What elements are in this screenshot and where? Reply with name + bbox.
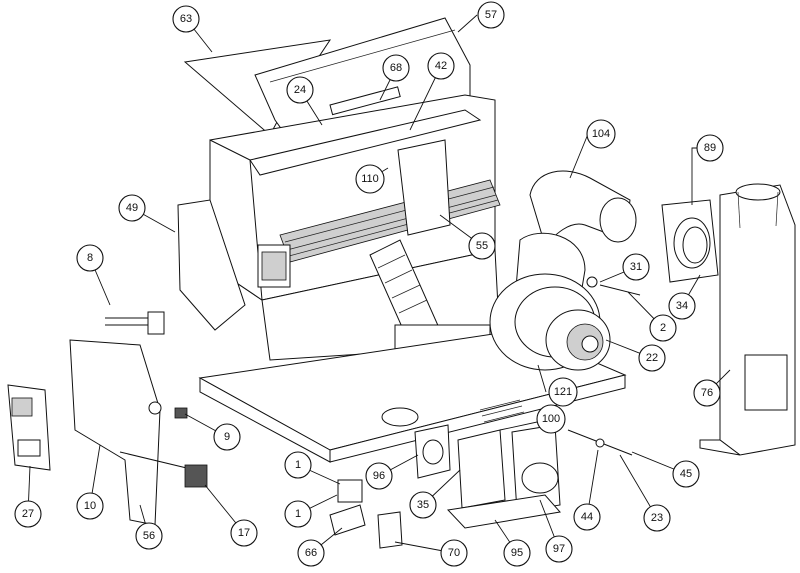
- svg-text:63: 63: [180, 13, 192, 25]
- callout-23: 23: [643, 504, 671, 532]
- callout-66: 66: [297, 539, 325, 567]
- callout-45: 45: [672, 460, 700, 488]
- sensor-2: [599, 284, 641, 296]
- callout-100: 100: [536, 404, 566, 434]
- mounting-bracket: [69, 339, 208, 526]
- svg-text:97: 97: [553, 543, 565, 555]
- inlet-box-35: [457, 429, 506, 509]
- bracket-66: [329, 504, 366, 536]
- side-panel: [177, 199, 246, 331]
- callout-10: 10: [76, 492, 104, 520]
- svg-text:9: 9: [224, 431, 230, 443]
- svg-text:100: 100: [542, 413, 560, 425]
- svg-text:70: 70: [448, 547, 460, 559]
- svg-text:110: 110: [361, 173, 379, 185]
- svg-text:35: 35: [417, 499, 429, 511]
- bracket-70: [377, 511, 403, 549]
- svg-text:95: 95: [511, 547, 523, 559]
- switch-9: [174, 407, 188, 419]
- svg-text:23: 23: [651, 512, 663, 524]
- combustion-blower: [489, 170, 637, 371]
- callout-96: 96: [365, 462, 393, 490]
- callout-1-upper: 1: [284, 451, 312, 479]
- svg-text:45: 45: [680, 468, 692, 480]
- callout-2: 2: [649, 314, 677, 342]
- callout-9: 9: [213, 423, 241, 451]
- svg-text:1: 1: [295, 508, 301, 520]
- svg-text:89: 89: [704, 142, 716, 154]
- callout-63: 63: [172, 5, 200, 33]
- svg-text:76: 76: [701, 387, 713, 399]
- callout-27: 27: [14, 500, 42, 528]
- callout-17: 17: [230, 519, 258, 547]
- svg-text:8: 8: [87, 252, 93, 264]
- callout-110: 110: [355, 164, 385, 194]
- svg-text:55: 55: [476, 240, 488, 252]
- callout-89: 89: [696, 134, 724, 162]
- callout-68: 68: [382, 54, 410, 82]
- svg-text:17: 17: [238, 527, 250, 539]
- callout-57: 57: [477, 1, 505, 29]
- callout-56: 56: [135, 522, 163, 550]
- svg-text:121: 121: [554, 386, 572, 398]
- main-housing: [209, 94, 501, 393]
- callout-34: 34: [668, 292, 696, 320]
- svg-text:24: 24: [294, 84, 306, 96]
- callout-70: 70: [440, 539, 468, 567]
- callout-22: 22: [638, 344, 666, 372]
- svg-text:27: 27: [22, 508, 34, 520]
- svg-text:68: 68: [390, 62, 402, 74]
- callout-35: 35: [409, 491, 437, 519]
- svg-text:1: 1: [295, 459, 301, 471]
- callout-55: 55: [468, 232, 496, 260]
- callout-1-lower: 1: [284, 500, 312, 528]
- control-board: [7, 384, 51, 471]
- svg-text:56: 56: [143, 530, 155, 542]
- svg-text:42: 42: [435, 60, 447, 72]
- valve-1: [337, 479, 363, 503]
- svg-text:34: 34: [676, 300, 688, 312]
- callout-31: 31: [622, 253, 650, 281]
- svg-text:104: 104: [592, 128, 610, 140]
- vent-cabinet: [661, 183, 796, 456]
- callout-95: 95: [503, 539, 531, 567]
- svg-text:66: 66: [305, 547, 317, 559]
- svg-text:22: 22: [646, 352, 658, 364]
- callout-44: 44: [573, 503, 601, 531]
- callout-76: 76: [693, 379, 721, 407]
- svg-text:49: 49: [126, 202, 138, 214]
- callout-24: 24: [286, 76, 314, 104]
- callout-8: 8: [76, 244, 104, 272]
- svg-text:44: 44: [581, 511, 593, 523]
- svg-text:96: 96: [373, 470, 385, 482]
- svg-text:57: 57: [485, 9, 497, 21]
- sensor-harness: [105, 311, 165, 335]
- callout-49: 49: [118, 194, 146, 222]
- svg-text:10: 10: [84, 500, 96, 512]
- callout-42: 42: [427, 52, 455, 80]
- svg-text:31: 31: [630, 261, 642, 273]
- callout-121: 121: [548, 377, 578, 407]
- svg-text:2: 2: [660, 322, 666, 334]
- callout-97: 97: [545, 535, 573, 563]
- base-plate-95: [446, 494, 561, 529]
- callout-104: 104: [586, 119, 616, 149]
